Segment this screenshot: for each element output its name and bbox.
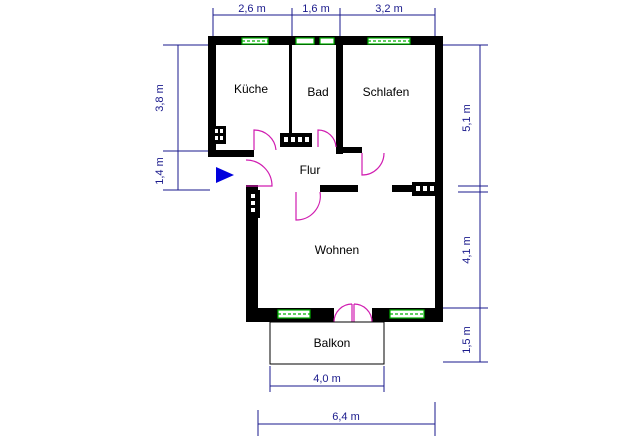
windows: [241, 37, 425, 322]
walls: [208, 36, 443, 322]
dimension-right-lower: 4,1 m: [461, 236, 473, 264]
balcony-outline: [269, 321, 385, 365]
room-labels: Küche Bad Schlafen Flur Wohnen Balkon: [234, 82, 409, 350]
dimension-top-kueche: 2,6 m: [238, 3, 266, 15]
dimension-right-balkon: 1,5 m: [461, 326, 473, 354]
vent-blocks: [212, 126, 438, 218]
dimension-left-upper: 3,8 m: [154, 84, 166, 112]
doors: [245, 129, 385, 323]
dimension-bottom-group: 4,0 m 6,4 m: [257, 366, 436, 436]
room-label-kueche: Küche: [234, 82, 268, 96]
room-label-bad: Bad: [307, 85, 328, 99]
room-label-wohnen: Wohnen: [315, 243, 359, 257]
dimension-bottom-balkon: 4,0 m: [313, 373, 341, 385]
dimension-top-group: 2,6 m 1,6 m 3,2 m: [212, 3, 436, 38]
dimension-top-bad: 1,6 m: [302, 3, 330, 15]
room-label-flur: Flur: [300, 163, 321, 177]
room-label-balkon: Balkon: [314, 336, 351, 350]
dimension-top-schlafen: 3,2 m: [375, 3, 403, 15]
dimension-right-group: 5,1 m 4,1 m 1,5 m: [443, 44, 488, 363]
dimension-right-upper: 5,1 m: [461, 104, 473, 132]
room-label-schlafen: Schlafen: [363, 85, 410, 99]
dimension-left-lower: 1,4 m: [154, 157, 166, 185]
entrance-arrow-icon: [216, 167, 234, 183]
dimension-bottom-total: 6,4 m: [332, 411, 360, 423]
dimension-left-group: 3,8 m 1,4 m: [154, 44, 210, 191]
